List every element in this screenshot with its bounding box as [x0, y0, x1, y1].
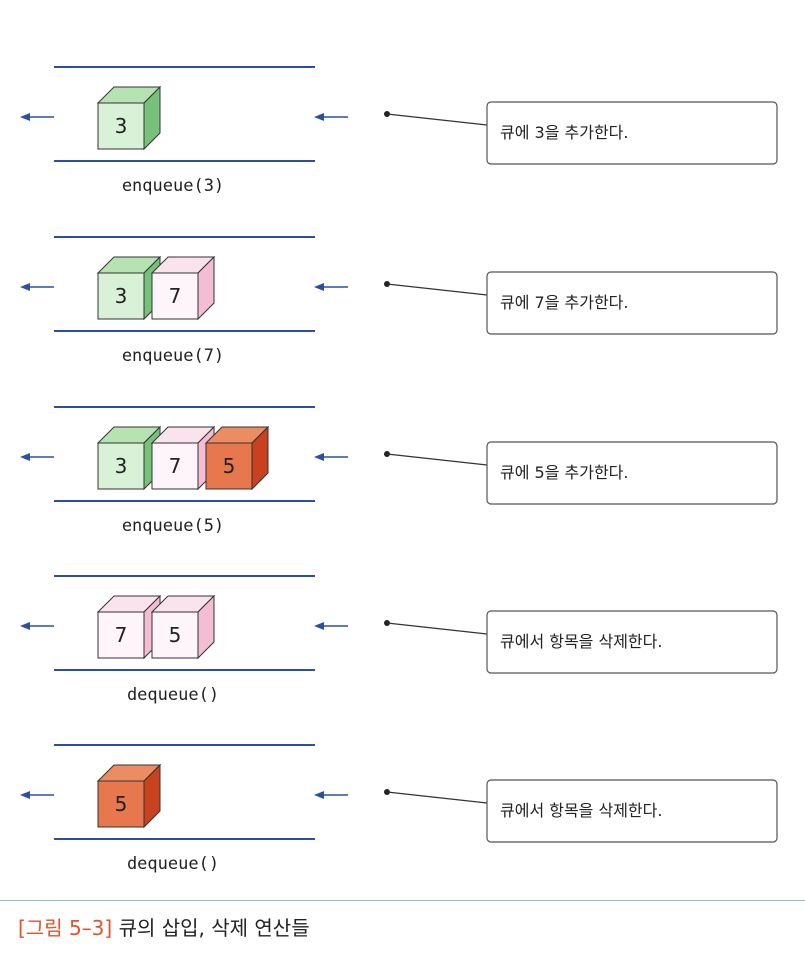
dequeue-arrow-icon	[20, 453, 54, 461]
arrow-head	[20, 453, 30, 461]
arrow-head	[314, 622, 324, 630]
note-box	[486, 271, 778, 335]
enqueue-arrow-icon	[314, 113, 348, 121]
note-text: 큐에 5을 추가한다.	[500, 463, 628, 482]
enqueue-arrow-icon	[314, 791, 348, 799]
caption-text: 큐의 삽입, 삭제 연산들	[118, 916, 310, 940]
operation-label: enqueue(7)	[122, 346, 224, 366]
queue-item-cube: 7	[150, 425, 216, 491]
cube-value: 7	[115, 623, 128, 647]
cube-value: 3	[115, 114, 128, 138]
queue-item-cube: 7	[150, 255, 216, 321]
note-text: 큐에 3을 추가한다.	[500, 123, 628, 142]
dequeue-arrow-icon	[20, 113, 54, 121]
queue-step-4: 7 5 dequeue() 큐에서 항목을 삭제한다.	[20, 575, 778, 705]
queue-item-cube: 5	[204, 425, 270, 491]
queue-step-3: 3 7 5 enqueue(5) 큐에 5을 추가한다.	[20, 406, 778, 536]
queue-item-cube: 3	[96, 425, 162, 491]
arrow-head	[314, 453, 324, 461]
arrow-head	[20, 622, 30, 630]
cube-value: 3	[115, 454, 128, 478]
note-box	[486, 779, 778, 843]
cube-side-face	[197, 594, 215, 660]
cube-value: 5	[169, 623, 182, 647]
queue-item-cube: 5	[150, 594, 216, 660]
note-text: 큐에서 항목을 삭제한다.	[500, 801, 662, 820]
figure-number: [그림 5–3]	[18, 916, 113, 940]
dequeue-arrow-icon	[20, 283, 54, 291]
enqueue-arrow-icon	[314, 283, 348, 291]
arrow-head	[314, 791, 324, 799]
queue-step-1: 3 enqueue(3) 큐에 3을 추가한다.	[20, 66, 778, 196]
note-box	[486, 441, 778, 505]
enqueue-arrow-icon	[314, 453, 348, 461]
cube-side-face	[251, 425, 269, 491]
operation-label: enqueue(3)	[122, 176, 224, 196]
cube-front-face	[151, 272, 199, 320]
arrow-head	[20, 113, 30, 121]
queue-step-5: 5 dequeue() 큐에서 항목을 삭제한다.	[20, 744, 778, 874]
arrow-head	[20, 283, 30, 291]
callout-line	[386, 791, 488, 804]
cube-side-face	[143, 85, 161, 151]
dequeue-arrow-icon	[20, 791, 54, 799]
queue-item-cube: 5	[96, 763, 162, 829]
dequeue-arrow-icon	[20, 622, 54, 630]
operation-label: dequeue()	[127, 854, 219, 874]
cube-side-face	[197, 255, 215, 321]
note-box	[486, 610, 778, 674]
arrow-head	[314, 283, 324, 291]
note-text: 큐에서 항목을 삭제한다.	[500, 632, 662, 651]
figure-caption: [그림 5–3] 큐의 삽입, 삭제 연산들	[18, 912, 310, 941]
cube-value: 5	[223, 454, 236, 478]
operation-label: enqueue(5)	[122, 516, 224, 536]
cube-front-face	[151, 442, 199, 490]
operation-label: dequeue()	[127, 685, 219, 705]
cube-front-face	[205, 442, 253, 490]
callout-line	[386, 453, 488, 466]
arrow-head	[314, 113, 324, 121]
arrow-head	[20, 791, 30, 799]
callout-line	[386, 283, 488, 296]
note-box	[486, 101, 778, 165]
queue-step-2: 3 7 enqueue(7) 큐에 7을 추가한다.	[20, 236, 778, 366]
cube-value: 7	[169, 284, 182, 308]
cube-value: 3	[115, 284, 128, 308]
cube-value: 5	[115, 792, 128, 816]
callout-line	[386, 113, 488, 126]
cube-front-face	[97, 102, 145, 150]
queue-operations-diagram: 3 enqueue(3) 큐에 3을 추가한다. 3 7 enqueue(7) 큐에 7을 …	[20, 66, 778, 874]
enqueue-arrow-icon	[314, 622, 348, 630]
cube-side-face	[143, 763, 161, 829]
queue-item-cube: 3	[96, 85, 162, 151]
caption-rule	[0, 900, 805, 901]
cube-front-face	[97, 442, 145, 490]
cube-value: 7	[169, 454, 182, 478]
note-text: 큐에 7을 추가한다.	[500, 293, 628, 312]
queue-item-cube: 7	[96, 594, 162, 660]
queue-item-cube: 3	[96, 255, 162, 321]
callout-line	[386, 622, 488, 635]
